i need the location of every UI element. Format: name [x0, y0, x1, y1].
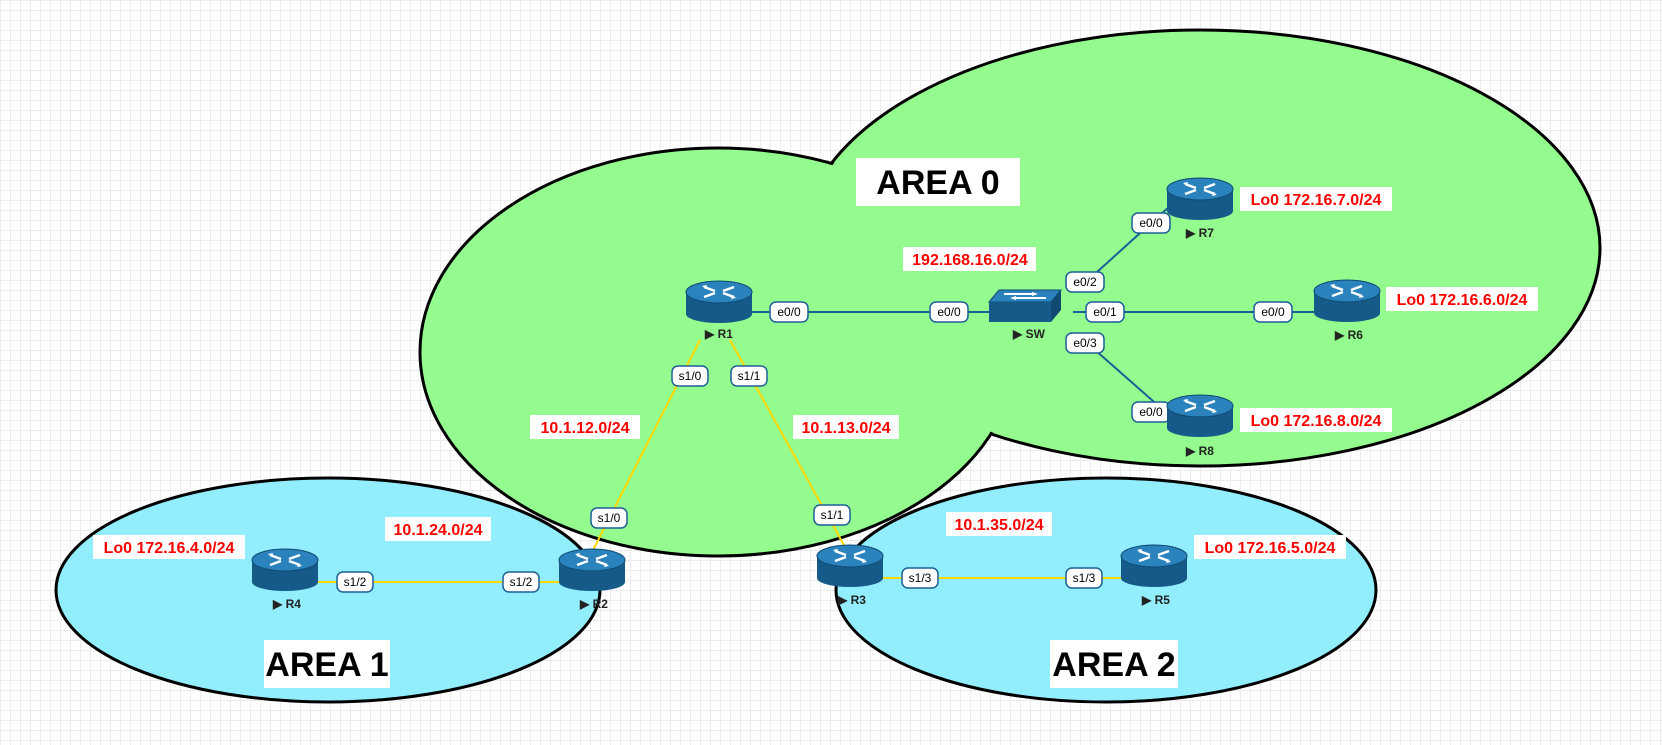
port-r1-s11: s1/1	[730, 365, 768, 387]
router-icon	[1119, 543, 1189, 589]
svg-text:s1/1: s1/1	[738, 369, 761, 383]
router-icon	[684, 279, 754, 325]
router-r5[interactable]: ▶ R5	[1119, 543, 1189, 607]
port-sw-e00: e0/0	[929, 301, 969, 323]
router-icon	[250, 547, 320, 593]
port-r2-s12: s1/2	[502, 571, 540, 593]
svg-text:s1/0: s1/0	[598, 511, 621, 525]
port-r3-s13: s1/3	[901, 567, 939, 589]
router-icon	[1312, 278, 1382, 324]
network-label-r2-r4: 10.1.24.0/24	[394, 522, 483, 539]
svg-text:e0/0: e0/0	[1139, 216, 1163, 230]
router-r3[interactable]: ▶ R3	[815, 543, 885, 607]
area-0-region	[418, 28, 1602, 558]
port-r6-e00: e0/0	[1253, 301, 1293, 323]
loopback-label-r8: Lo0 172.16.8.0/24	[1251, 413, 1382, 430]
svg-text:e0/0: e0/0	[1261, 305, 1285, 319]
svg-text:s1/0: s1/0	[679, 369, 702, 383]
svg-text:s1/3: s1/3	[909, 571, 932, 585]
port-r4-s12: s1/2	[336, 571, 374, 593]
area-1-label-text: AREA 1	[265, 646, 388, 684]
network-label-r1-r2: 10.1.12.0/24	[541, 420, 630, 437]
router-icon	[557, 547, 627, 593]
svg-text:s1/3: s1/3	[1073, 571, 1096, 585]
port-sw-e03: e0/3	[1065, 332, 1105, 354]
device-label-r8: ▶ R8	[1185, 444, 1214, 458]
area-2-label-text: AREA 2	[1052, 646, 1175, 684]
router-r1[interactable]: ▶ R1	[684, 279, 754, 341]
svg-text:s1/2: s1/2	[344, 575, 367, 589]
router-icon	[815, 543, 885, 589]
router-r7[interactable]: ▶ R7	[1165, 176, 1235, 240]
router-icon	[1165, 176, 1235, 222]
svg-text:s1/2: s1/2	[510, 575, 533, 589]
loopback-label-r7: Lo0 172.16.7.0/24	[1251, 192, 1382, 209]
port-sw-e01: e0/1	[1085, 301, 1125, 323]
area-1-label: AREA 1	[264, 640, 390, 688]
device-label-r1: ▶ R1	[704, 327, 733, 341]
port-r1-e00: e0/0	[769, 301, 809, 323]
router-r6[interactable]: ▶ R6	[1312, 278, 1382, 342]
svg-text:e0/0: e0/0	[937, 305, 961, 319]
network-label-r3-r5: 10.1.35.0/24	[955, 517, 1044, 534]
network-labels: 192.168.16.0/24 10.1.12.0/24 10.1.13.0/2…	[93, 187, 1538, 559]
area-2-label: AREA 2	[1050, 640, 1178, 688]
device-label-r5: ▶ R5	[1141, 593, 1170, 607]
router-r8[interactable]: ▶ R8	[1165, 393, 1235, 458]
network-label-r1-r3: 10.1.13.0/24	[802, 420, 891, 437]
svg-text:e0/0: e0/0	[1139, 405, 1163, 419]
switch-sw[interactable]: ▶ SW	[988, 289, 1062, 341]
port-sw-e02: e0/2	[1065, 271, 1105, 293]
area-0-label: AREA 0	[856, 158, 1020, 206]
area-0-label-text: AREA 0	[876, 164, 999, 202]
port-r1-s10: s1/0	[671, 365, 709, 387]
svg-text:s1/1: s1/1	[821, 508, 844, 522]
port-r3-s11: s1/1	[813, 504, 851, 526]
port-r8-e00: e0/0	[1131, 401, 1171, 423]
svg-text:e0/1: e0/1	[1093, 305, 1117, 319]
device-label-r3: ▶ R3	[837, 593, 866, 607]
loopback-label-r6: Lo0 172.16.6.0/24	[1397, 292, 1528, 309]
port-r2-s10: s1/0	[590, 507, 628, 529]
router-r2[interactable]: ▶ R2	[557, 547, 627, 611]
device-label-r2: ▶ R2	[579, 597, 608, 611]
svg-text:e0/0: e0/0	[777, 305, 801, 319]
network-label-lan: 192.168.16.0/24	[912, 252, 1028, 269]
loopback-label-r5: Lo0 172.16.5.0/24	[1205, 540, 1336, 557]
svg-text:e0/2: e0/2	[1073, 275, 1097, 289]
device-label-r4: ▶ R4	[272, 597, 301, 611]
device-label-sw: ▶ SW	[1012, 327, 1046, 341]
port-r7-e00: e0/0	[1131, 212, 1171, 234]
loopback-label-r4: Lo0 172.16.4.0/24	[104, 540, 235, 557]
port-r5-s13: s1/3	[1065, 567, 1103, 589]
device-label-r7: ▶ R7	[1185, 226, 1214, 240]
router-r4[interactable]: ▶ R4	[250, 547, 320, 611]
port-labels: e0/0 e0/0 e0/1 e0/2 e0/3 e0/0 e0/0 e0/0	[336, 212, 1293, 593]
device-label-r6: ▶ R6	[1334, 328, 1363, 342]
svg-text:e0/3: e0/3	[1073, 336, 1097, 350]
router-icon	[1165, 393, 1235, 439]
switch-icon	[988, 289, 1062, 323]
